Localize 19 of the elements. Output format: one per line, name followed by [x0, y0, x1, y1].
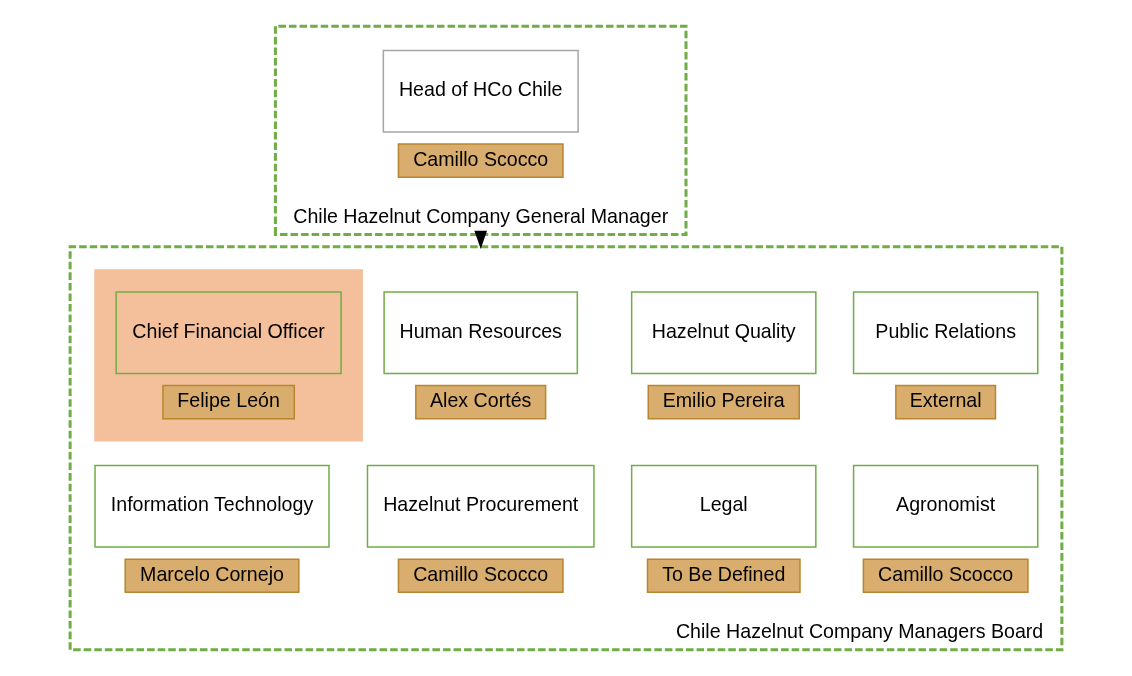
node-box: Felipe León	[162, 384, 296, 420]
cluster	[94, 269, 363, 442]
node-box: Human Resources	[383, 291, 579, 375]
node-box: Head of HCo Chile	[382, 49, 579, 133]
node-box: Agronomist	[852, 464, 1039, 548]
node-box: Public Relations	[852, 291, 1039, 375]
node-box: Chief Financial Officer	[115, 291, 342, 375]
node-box: Camillo Scocco	[397, 143, 564, 178]
node-box: Information Technology	[94, 464, 330, 548]
node-box: Emilio Pereira	[647, 384, 800, 420]
node-box: To Be Defined	[646, 558, 801, 594]
node-box: External	[895, 384, 997, 420]
node-box: Camillo Scocco	[862, 558, 1029, 594]
node-box: Hazelnut Procurement	[366, 464, 595, 548]
node-box: Hazelnut Quality	[630, 291, 817, 375]
node-box: Camillo Scocco	[397, 558, 564, 594]
node-box: Marcelo Cornejo	[124, 558, 300, 594]
node-box: Legal	[630, 464, 817, 548]
node-box: Alex Cortés	[415, 384, 547, 420]
